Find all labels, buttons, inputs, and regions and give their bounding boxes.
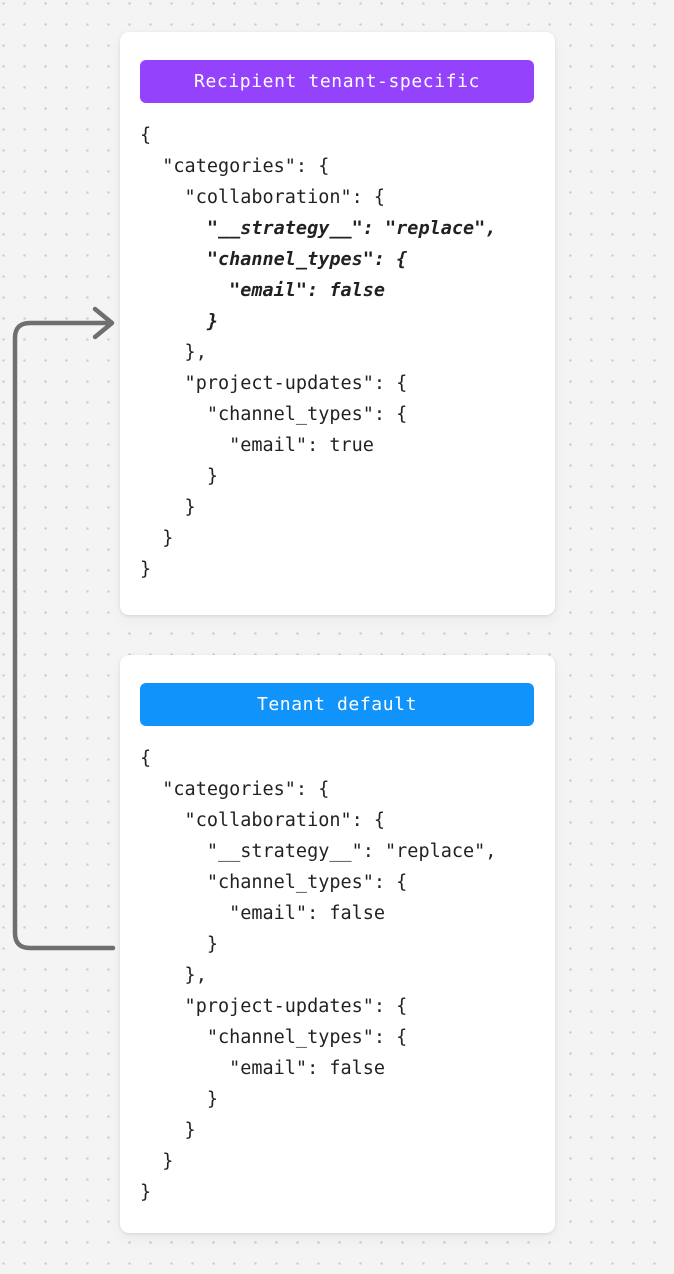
code-line: { bbox=[140, 125, 152, 146]
code-line: } bbox=[140, 1089, 218, 1110]
code-line: "__strategy__": "replace", bbox=[140, 218, 497, 239]
code-line: "channel_types": { bbox=[140, 1027, 408, 1048]
code-line: "channel_types": { bbox=[140, 404, 408, 425]
card-header-recipient: Recipient tenant-specific bbox=[140, 60, 534, 103]
code-line: } bbox=[140, 934, 218, 955]
card-header-tenant-default: Tenant default bbox=[140, 683, 534, 726]
code-line: }, bbox=[140, 965, 207, 986]
code-line: "email": false bbox=[140, 1058, 386, 1079]
code-line: } bbox=[140, 1182, 152, 1203]
connector-path bbox=[12, 320, 116, 951]
card-tenant-default[interactable]: Tenant default { "categories": { "collab… bbox=[120, 655, 555, 1233]
code-line: } bbox=[140, 1151, 174, 1172]
card-header-label-recipient: Recipient tenant-specific bbox=[194, 70, 480, 92]
code-line: } bbox=[140, 528, 174, 549]
arrowhead-icon bbox=[92, 306, 115, 340]
code-line: } bbox=[140, 466, 218, 487]
code-line: "collaboration": { bbox=[140, 810, 386, 831]
code-line: "collaboration": { bbox=[140, 187, 386, 208]
code-line: } bbox=[140, 311, 218, 332]
code-line: } bbox=[140, 1120, 196, 1141]
code-line: "__strategy__": "replace", bbox=[140, 841, 497, 862]
code-line: "categories": { bbox=[140, 156, 330, 177]
code-block-tenant-default: { "categories": { "collaboration": { "__… bbox=[140, 743, 543, 1208]
code-line: }, bbox=[140, 342, 207, 363]
code-line: "channel_types": { bbox=[140, 872, 408, 893]
code-block-recipient: { "categories": { "collaboration": { "__… bbox=[140, 120, 543, 585]
code-line: "email": false bbox=[140, 903, 386, 924]
code-line: } bbox=[140, 559, 152, 580]
card-recipient-tenant-specific[interactable]: Recipient tenant-specific { "categories"… bbox=[120, 32, 555, 615]
code-line: "project-updates": { bbox=[140, 996, 408, 1017]
code-line: "categories": { bbox=[140, 779, 330, 800]
code-line: "project-updates": { bbox=[140, 373, 408, 394]
code-line: { bbox=[140, 748, 152, 769]
card-header-label-tenant-default: Tenant default bbox=[256, 693, 418, 715]
code-line: "channel_types": { bbox=[140, 249, 408, 270]
code-line: "email": false bbox=[140, 280, 386, 301]
code-line: } bbox=[140, 497, 196, 518]
code-line: "email": true bbox=[140, 435, 374, 456]
